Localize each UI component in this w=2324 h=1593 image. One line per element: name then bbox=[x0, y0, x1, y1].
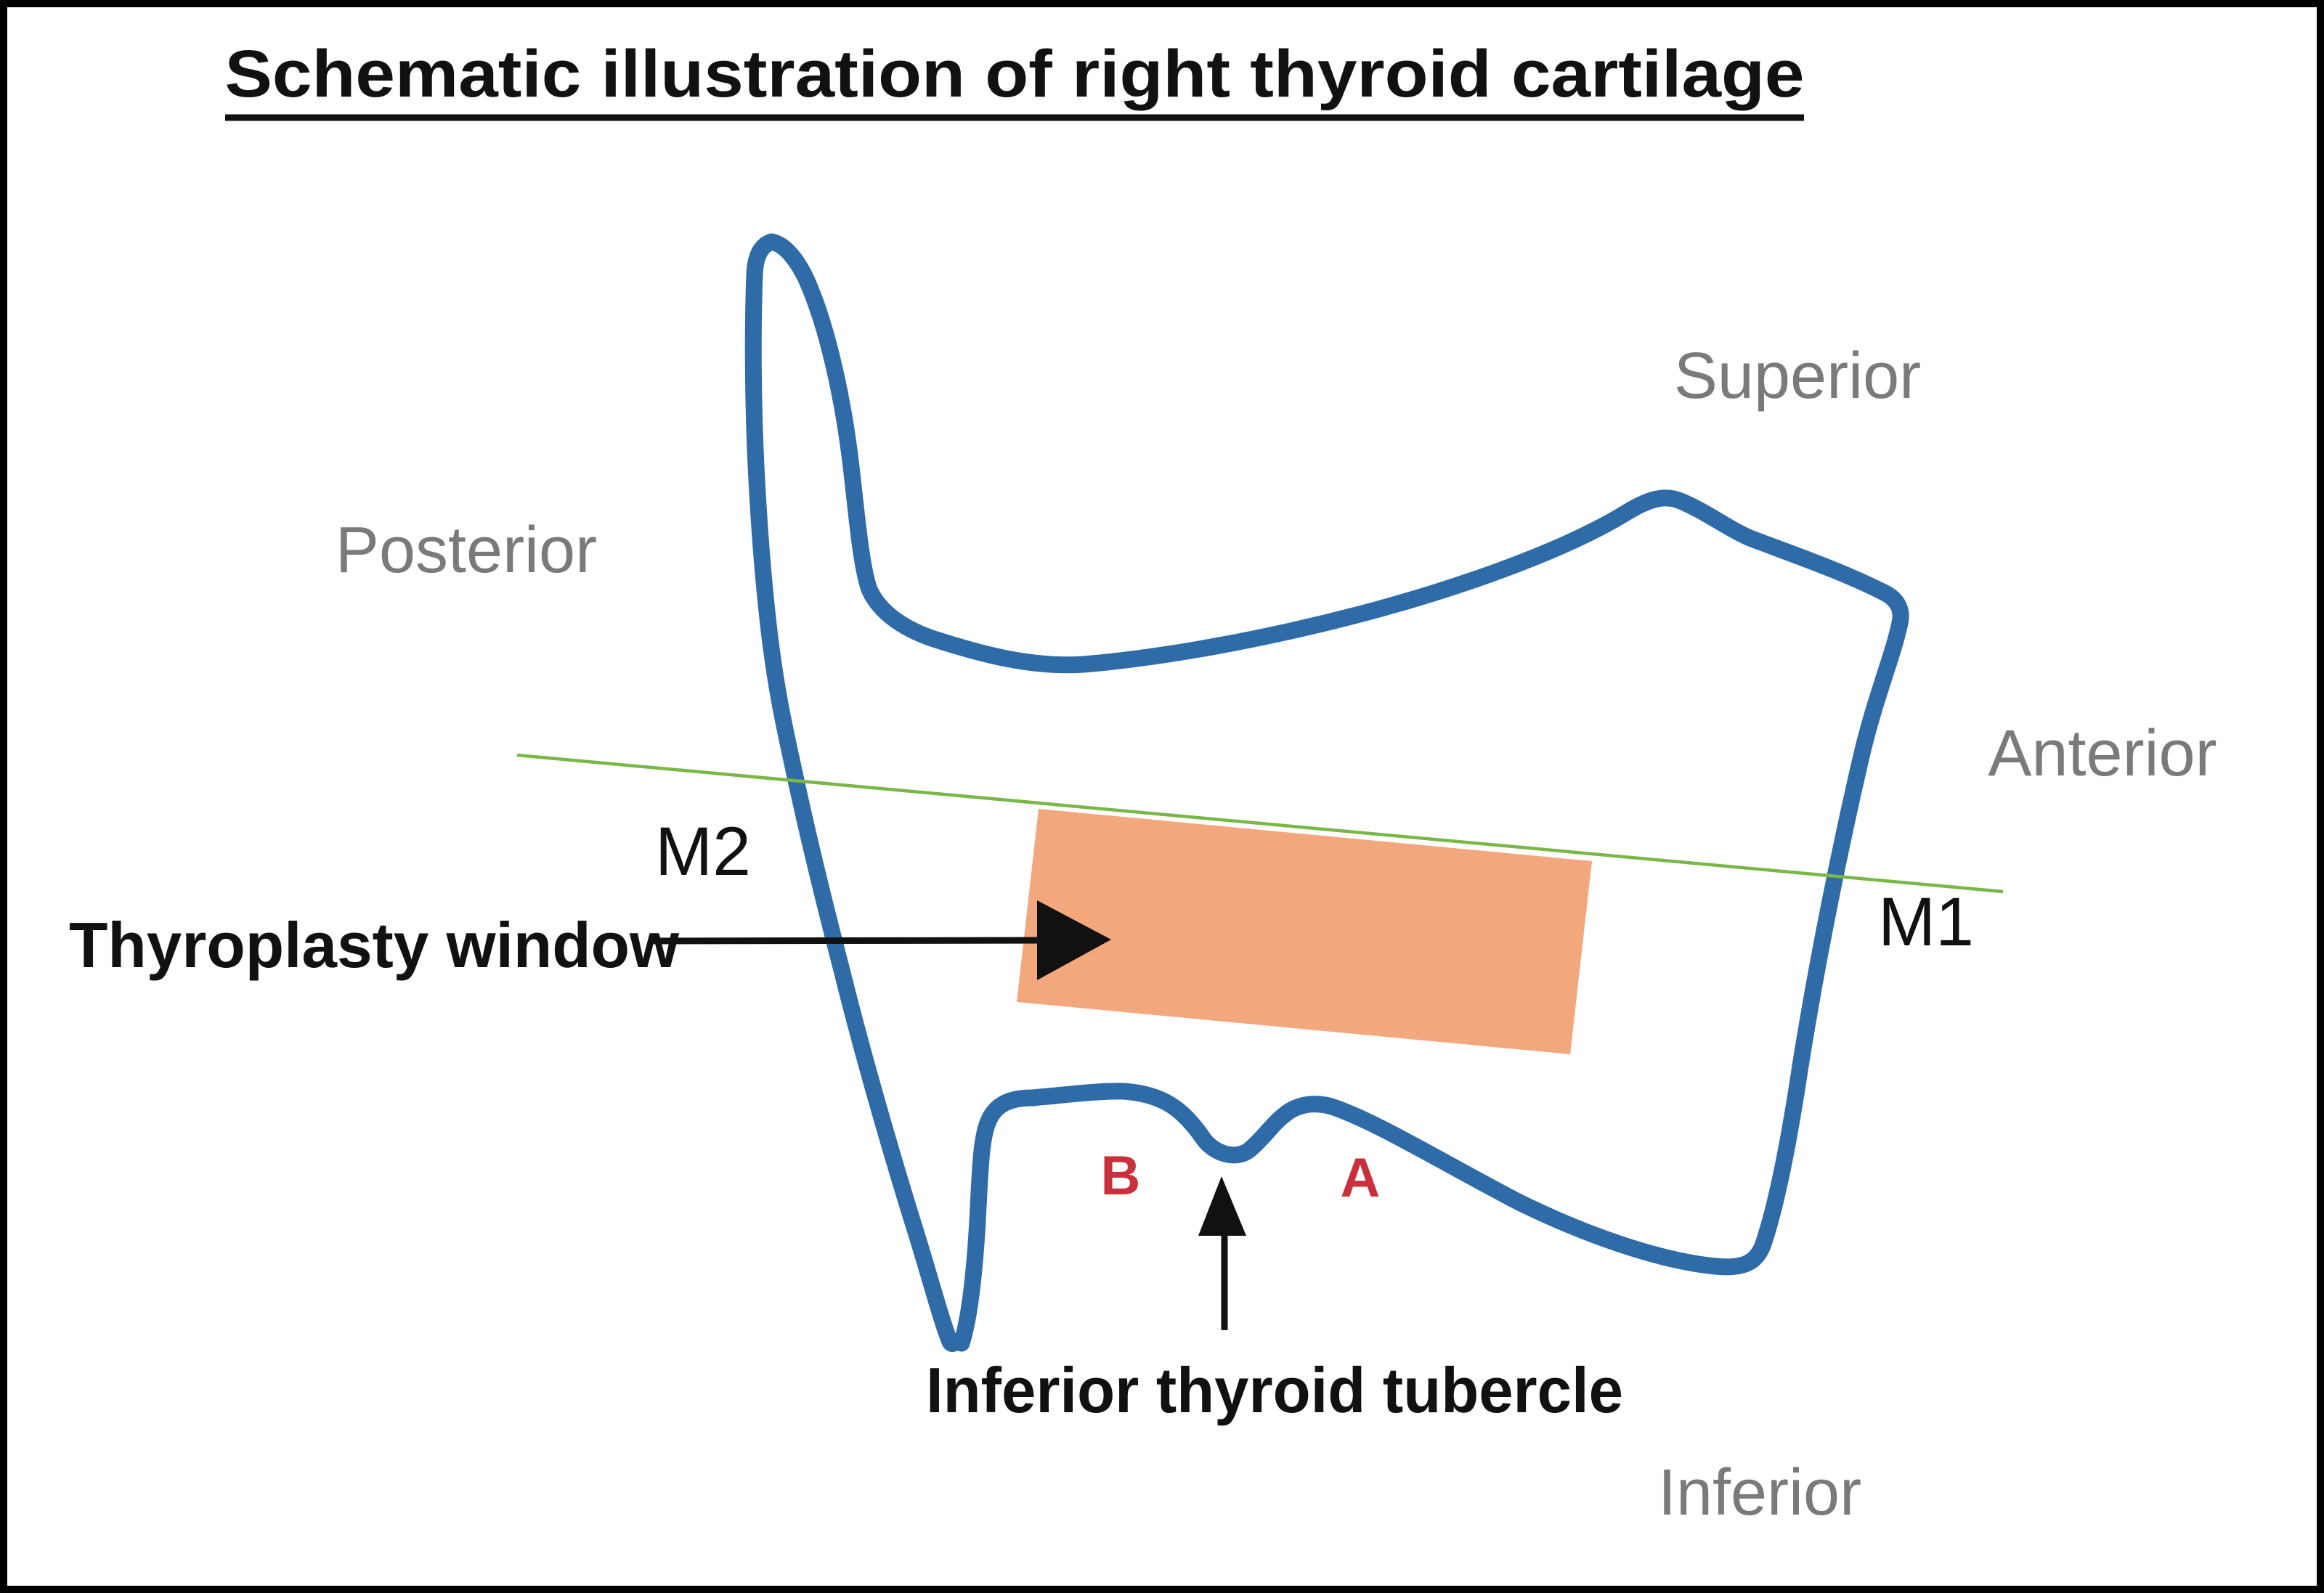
cartilage-outline bbox=[744, 233, 1909, 1352]
thyroplasty-arrow-head bbox=[1037, 900, 1111, 980]
label-inferior: Inferior bbox=[1658, 1456, 1861, 1529]
label-superior: Superior bbox=[1674, 340, 1921, 412]
figure-title: Schematic illustration of right thyroid … bbox=[225, 37, 1805, 111]
label-m1: M1 bbox=[1878, 884, 1974, 961]
marker-a: A bbox=[1341, 1147, 1381, 1209]
thyroplasty-window-label: Thyroplasty window bbox=[69, 909, 680, 981]
tubercle-arrow bbox=[1198, 1176, 1246, 1330]
tubercle-arrow-head bbox=[1198, 1176, 1246, 1236]
measurement-line-m1-m2 bbox=[516, 753, 2004, 894]
thyroplasty-arrow-shaft bbox=[653, 937, 1052, 945]
label-anterior: Anterior bbox=[1988, 717, 2217, 790]
thyroplasty-window bbox=[1017, 809, 1592, 1054]
label-m2: M2 bbox=[655, 813, 751, 890]
label-posterior: Posterior bbox=[336, 514, 597, 587]
thyroplasty-window-arrow bbox=[653, 900, 1111, 980]
inferior-thyroid-tubercle-label: Inferior thyroid tubercle bbox=[926, 1354, 1623, 1426]
marker-b: B bbox=[1101, 1145, 1141, 1207]
